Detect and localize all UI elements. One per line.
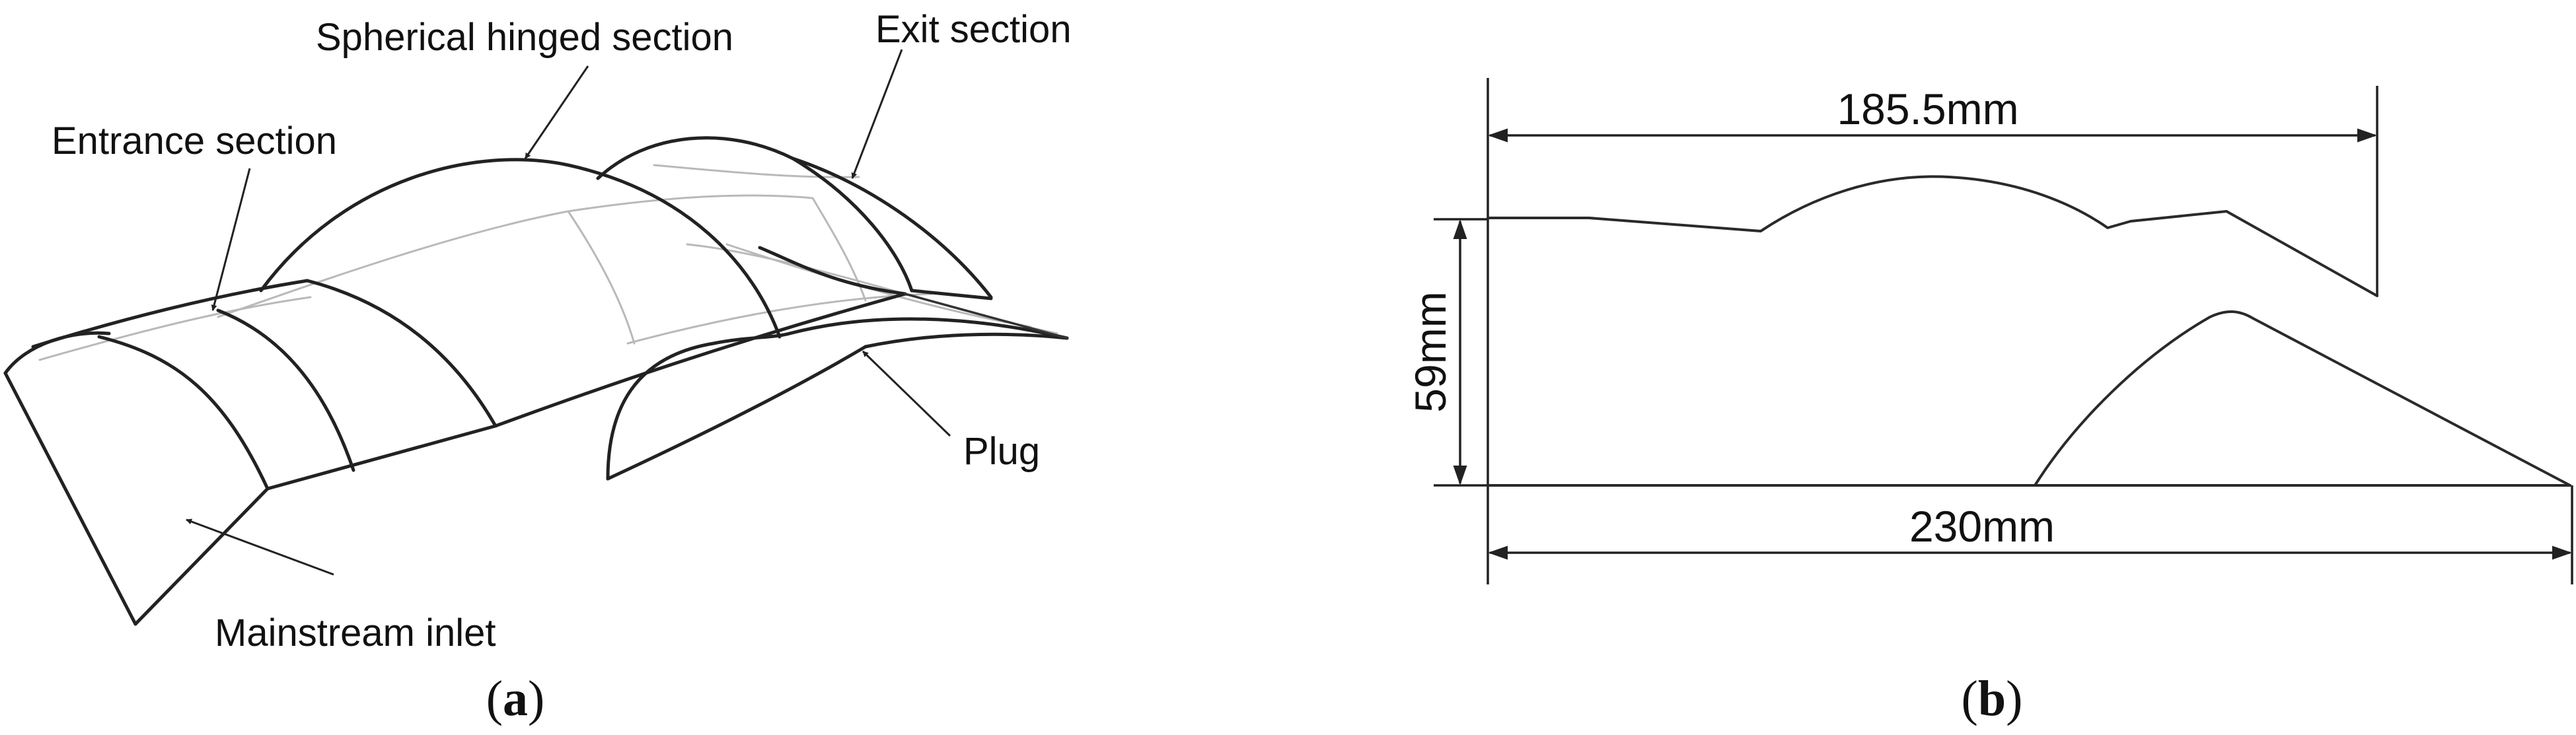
exit-dome bbox=[596, 136, 914, 293]
profile-curves bbox=[1487, 175, 2571, 487]
dome-inner-rib bbox=[758, 246, 907, 296]
dim-total-length: 230mm bbox=[1488, 485, 2573, 584]
nozzle-base bbox=[606, 345, 867, 481]
exit-lip bbox=[910, 289, 993, 300]
plug-tip bbox=[904, 293, 1068, 339]
panel-b-caption: (b) bbox=[1962, 671, 2023, 726]
exit-dome-right bbox=[791, 157, 993, 299]
plug-top bbox=[864, 332, 1069, 349]
panel-a-leaders bbox=[186, 49, 951, 576]
dim-total-text: 230mm bbox=[1909, 502, 2055, 551]
outer-edges bbox=[3, 136, 1069, 626]
label-spherical-hinged-section: Spherical hinged section bbox=[316, 16, 733, 59]
nozzle-inner-arc bbox=[606, 332, 791, 481]
dim-top-text: 185.5mm bbox=[1837, 85, 2018, 133]
panel-a-drawing: Spherical hinged section Exit section En… bbox=[3, 8, 1072, 654]
panel-a-letter: a bbox=[503, 671, 528, 726]
hidden-edges bbox=[38, 164, 1058, 361]
entrance-top bbox=[31, 279, 309, 349]
leader-spherical bbox=[524, 65, 589, 159]
panel-b-letter: b bbox=[1978, 671, 2006, 726]
label-plug: Plug bbox=[963, 430, 1040, 473]
label-exit-section: Exit section bbox=[875, 8, 1072, 51]
dim-top-length: 185.5mm bbox=[1487, 78, 2378, 584]
middle-bottom bbox=[494, 292, 907, 428]
panel-b-drawing: 185.5mm 59mm 230mm bbox=[1406, 78, 2573, 584]
dome-outer bbox=[259, 158, 782, 339]
inlet-bottom-edge bbox=[133, 487, 270, 626]
leader-plug bbox=[862, 350, 951, 437]
upper-wall bbox=[1487, 175, 2378, 297]
plug-upper bbox=[788, 317, 1069, 340]
dim-height-text: 59mm bbox=[1406, 291, 1455, 412]
entrance-rib-2 bbox=[216, 308, 355, 472]
leader-entrance bbox=[211, 168, 251, 311]
label-mainstream-inlet: Mainstream inlet bbox=[215, 612, 496, 654]
entrance-bottom bbox=[266, 424, 497, 491]
leader-inlet bbox=[186, 518, 334, 576]
label-entrance-section: Entrance section bbox=[52, 120, 337, 162]
leader-exit bbox=[851, 49, 903, 179]
entrance-rib-3 bbox=[305, 279, 497, 428]
dim-height: 59mm bbox=[1406, 218, 1488, 487]
entrance-rib-1 bbox=[97, 335, 270, 491]
inlet-left-edge bbox=[3, 371, 137, 626]
lower-wall bbox=[2034, 310, 2571, 487]
panel-a-caption: (a) bbox=[486, 671, 545, 726]
